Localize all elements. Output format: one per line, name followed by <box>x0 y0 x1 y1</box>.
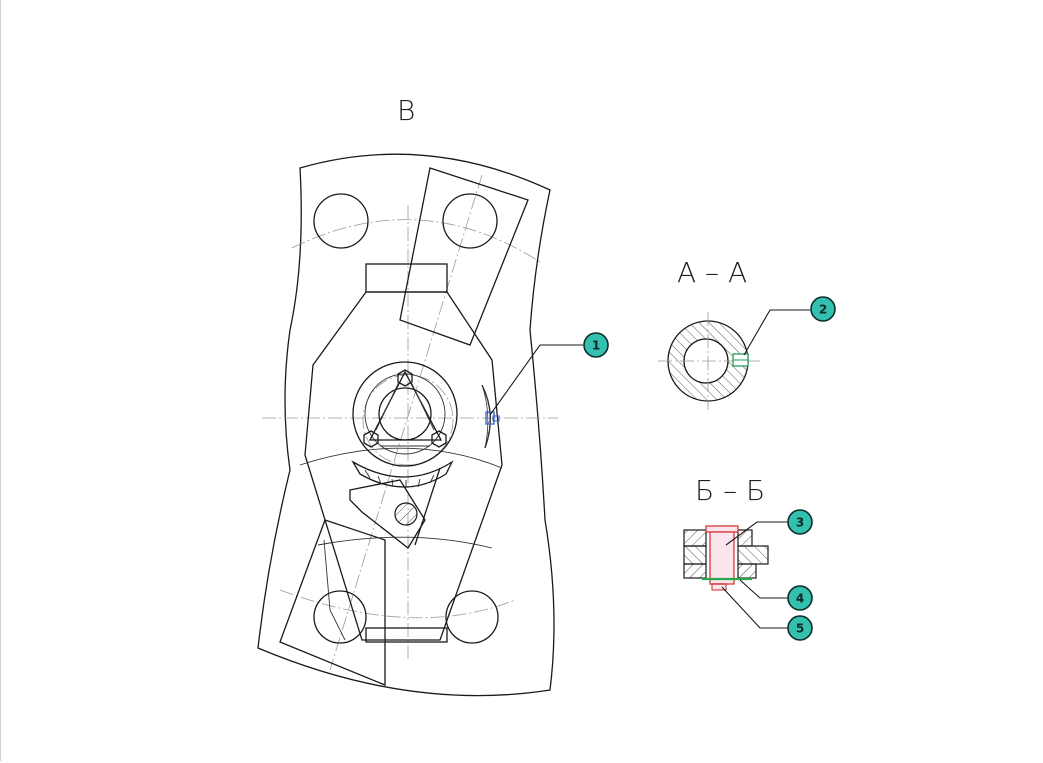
callout-3: 3 <box>725 509 813 546</box>
callout-2-bubble <box>810 296 836 322</box>
pitch-arc-bottom <box>279 589 516 619</box>
strap-upper <box>399 167 529 346</box>
callout-4-leader <box>739 579 788 599</box>
pawl-arm <box>414 467 441 546</box>
part-3-pin <box>705 525 739 591</box>
segment-arc-upper <box>299 447 503 469</box>
callout-5-bubble <box>787 615 813 641</box>
callout-4-number: 4 <box>796 592 804 606</box>
segment-edge-left <box>323 539 346 641</box>
callout-4-bubble <box>787 585 813 611</box>
callout-4: 4 <box>739 579 813 611</box>
hex-bolt-top <box>397 369 413 387</box>
callout-1-leader <box>489 344 583 416</box>
plate-upper-left <box>683 529 707 547</box>
ratchet-teeth <box>364 469 435 488</box>
section-b-label: Б – Б <box>695 474 765 507</box>
hub-bore <box>378 387 432 441</box>
part-1-marker <box>485 411 500 425</box>
hole-top-right <box>442 193 498 249</box>
plate-lower-right <box>737 563 757 579</box>
callout-1: 1 <box>489 332 609 416</box>
callout-3-leader <box>725 521 788 546</box>
hex-bolts <box>363 369 447 448</box>
strap-lower <box>279 519 386 686</box>
callout-3-number: 3 <box>796 516 804 530</box>
hole-bottom-left <box>313 590 367 644</box>
plate-middle-right <box>737 545 769 565</box>
hole-bottom-right <box>445 590 499 644</box>
hex-bolt-left <box>363 430 379 448</box>
hex-bolt-right <box>431 430 447 448</box>
callout-3-bubble <box>787 509 813 535</box>
pawl <box>349 479 426 549</box>
segment-arc-lower <box>317 536 493 549</box>
hub-outer <box>352 361 458 467</box>
callout-5-number: 5 <box>796 622 804 636</box>
callout-5: 5 <box>721 586 813 641</box>
callout-1-bubble <box>583 332 609 358</box>
callout-1-number: 1 <box>592 339 600 353</box>
view-b-label: B <box>397 94 415 127</box>
hole-top-left <box>313 193 369 249</box>
clamp-inner-lines <box>375 381 435 447</box>
section-a-label: A – A <box>677 256 747 289</box>
pitch-arc-top <box>291 219 541 263</box>
plate-upper-right <box>737 529 753 547</box>
callout-2-leader <box>743 309 810 356</box>
side-slot-hatch <box>481 384 491 449</box>
bottom-block <box>365 627 448 643</box>
arm-centre-line <box>329 174 483 671</box>
part-2-set-screw <box>732 353 749 367</box>
section-b-b: Б – Б <box>683 474 769 591</box>
body-outline <box>257 153 555 697</box>
callout-2: 2 <box>743 296 836 356</box>
plate-lower-left <box>683 563 707 579</box>
plate-middle-left <box>683 545 707 565</box>
callout-5-leader <box>721 586 788 629</box>
hub-mid <box>364 373 446 455</box>
callout-2-number: 2 <box>819 303 827 317</box>
pawl-pin <box>394 502 418 526</box>
view-b: B <box>257 94 558 697</box>
housing <box>304 291 503 641</box>
section-a-a: A – A <box>658 256 760 410</box>
